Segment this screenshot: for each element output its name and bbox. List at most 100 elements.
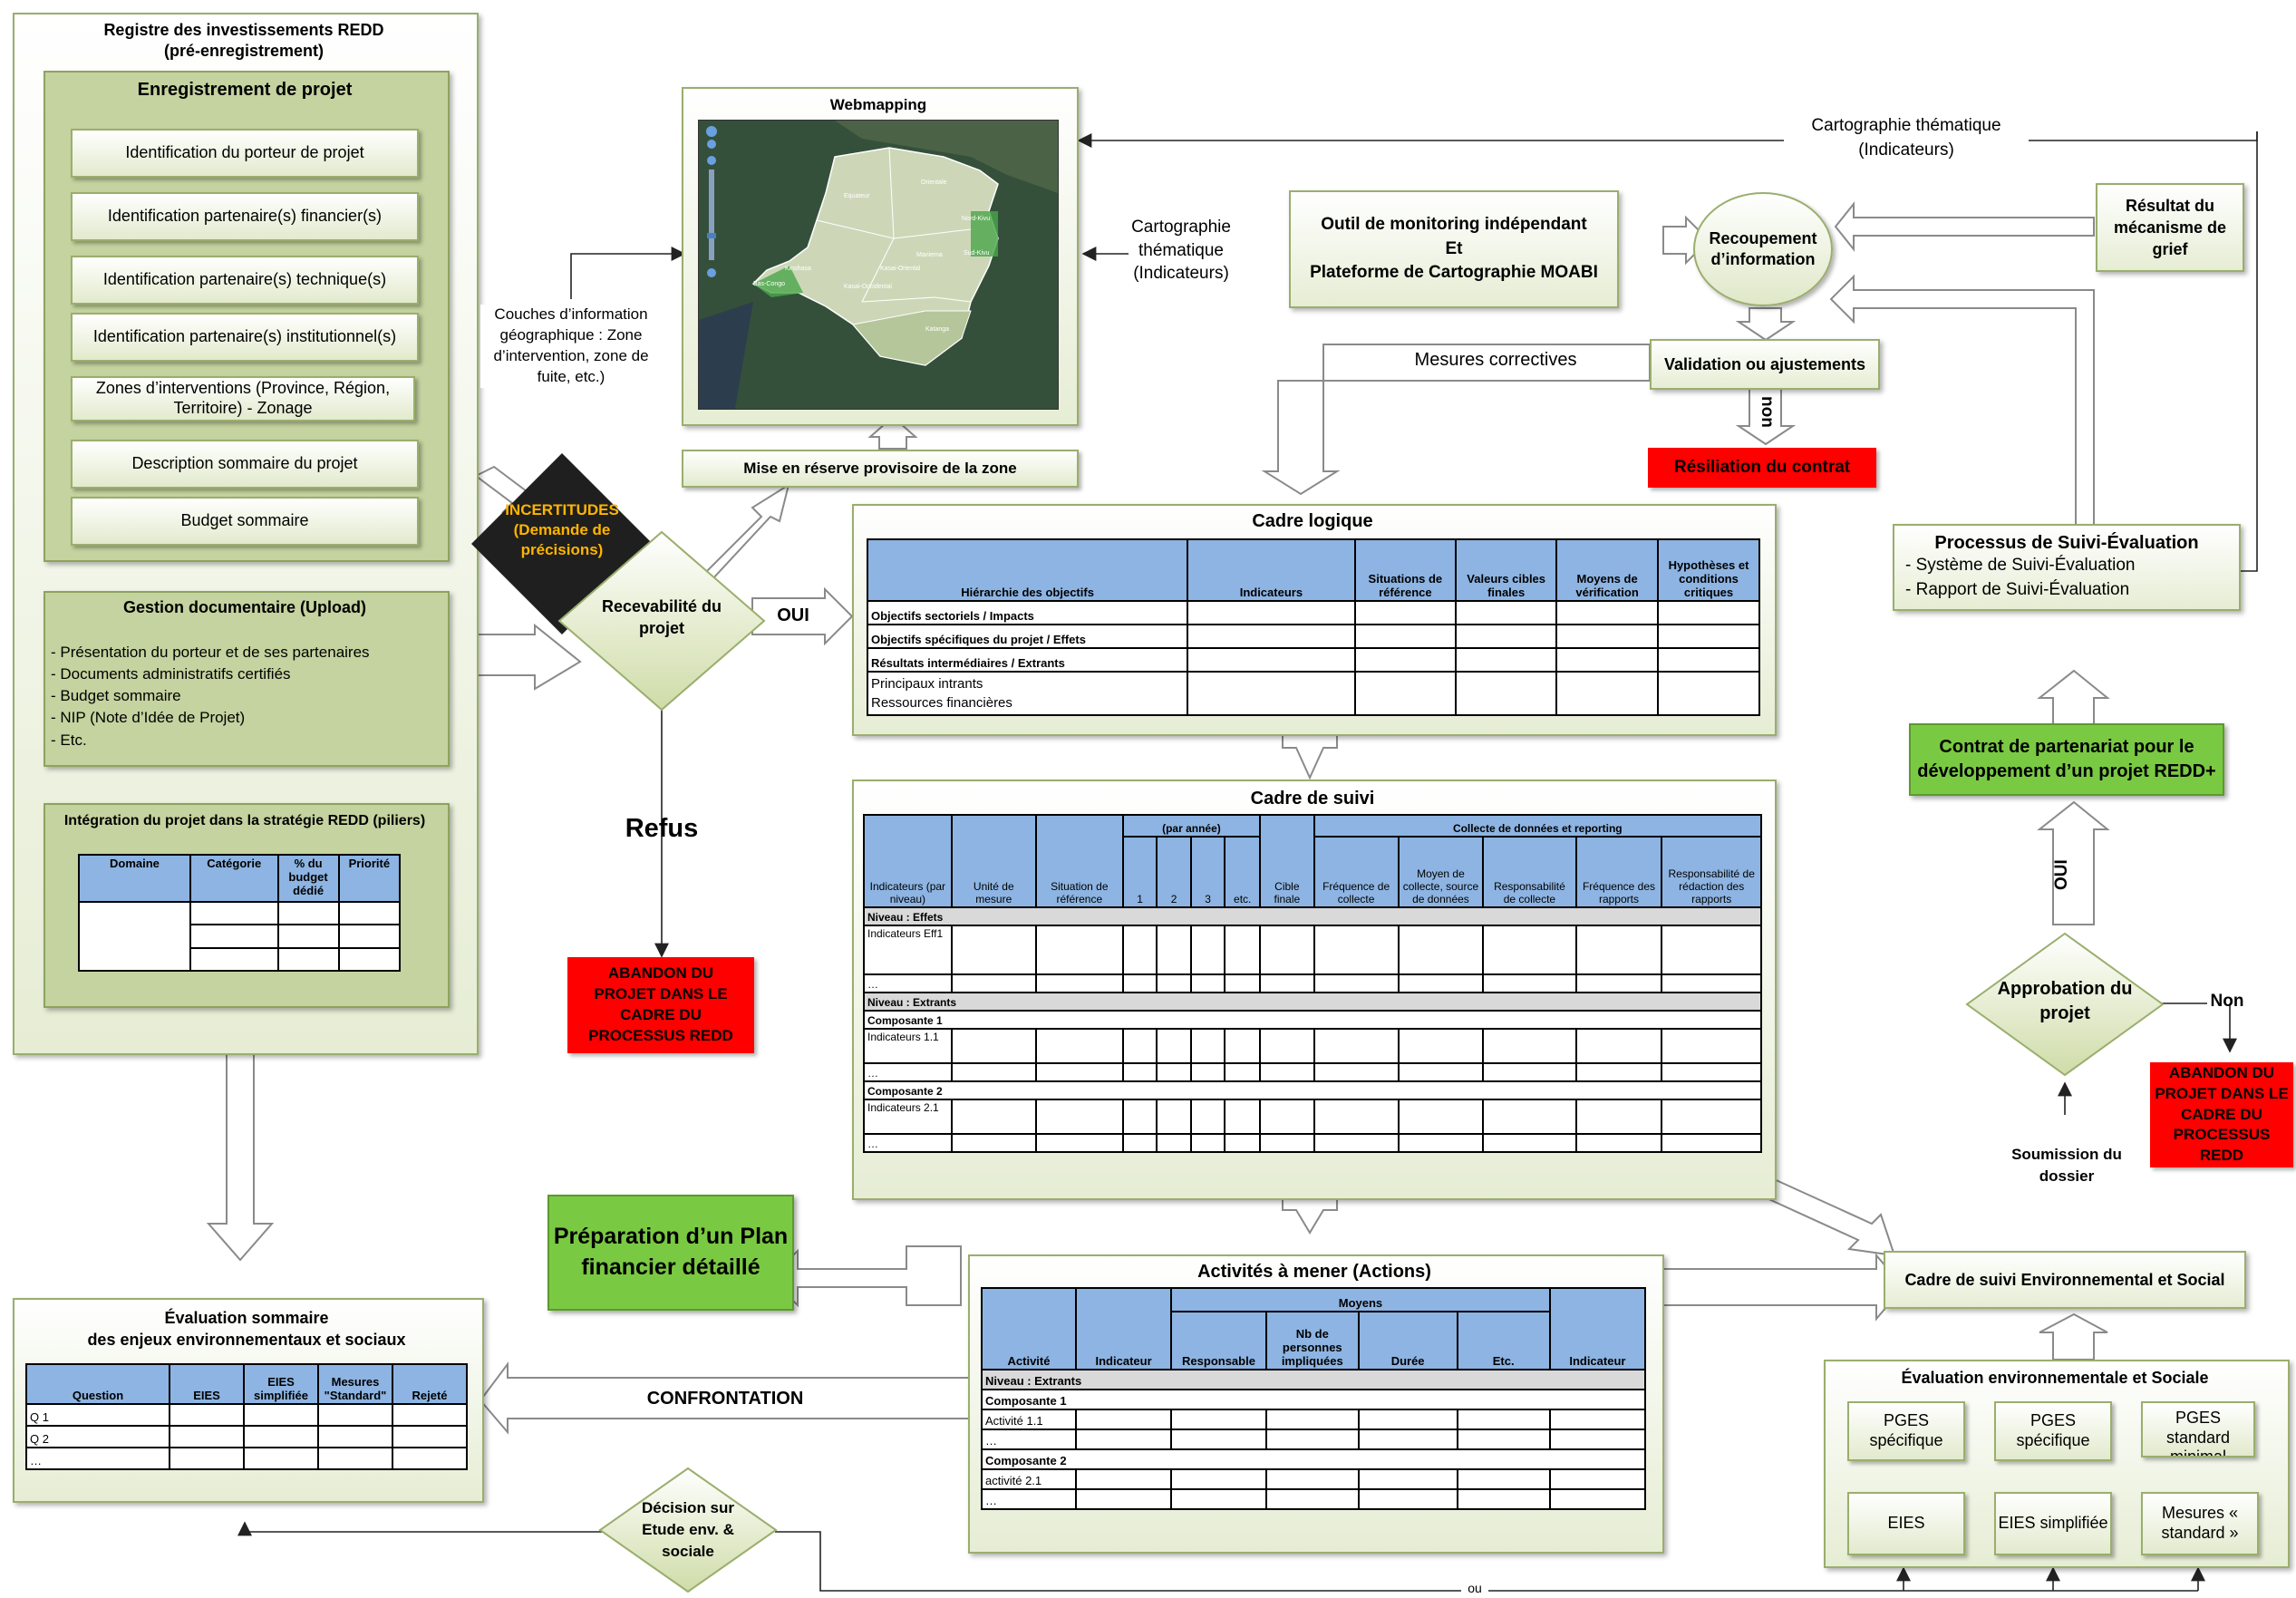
table-cell[interactable] [1189,1099,1226,1135]
table-cell[interactable] [1156,925,1192,975]
table-cell[interactable] [1313,973,1400,993]
table-cell[interactable] [950,1028,1037,1064]
table-cell[interactable] [1548,1468,1647,1490]
table-cell[interactable] [1224,925,1262,975]
table-cell[interactable] [950,973,1037,993]
item-institutionnel[interactable]: Identification partenaire(s) institution… [71,313,419,362]
table-cell[interactable] [1034,973,1124,993]
table-cell[interactable] [189,900,279,926]
table-cell[interactable] [1657,671,1760,716]
table-cell[interactable] [317,1403,393,1427]
table-cell[interactable] [1034,1028,1124,1064]
table-cell[interactable] [1661,1028,1762,1064]
table-cell[interactable] [1170,1429,1267,1450]
table-cell[interactable] [1189,925,1226,975]
table-cell[interactable] [243,1447,319,1470]
table-cell[interactable] [1313,1028,1400,1064]
table-cell[interactable] [1397,1099,1485,1135]
table-cell[interactable] [1455,647,1558,673]
table-cell[interactable] [78,901,191,972]
pges-specifique-2[interactable]: PGES spécifique [1994,1401,2112,1461]
table-cell[interactable] [1264,1409,1360,1430]
table-cell[interactable] [1657,647,1760,673]
table-cell[interactable] [1034,925,1124,975]
table-cell[interactable] [1259,973,1315,993]
table-cell[interactable] [1156,1099,1192,1135]
table-cell[interactable] [1074,1468,1173,1490]
table-cell[interactable] [169,1403,245,1427]
validation-box[interactable]: Validation ou ajustements [1650,339,1880,390]
table-cell[interactable] [1034,1062,1124,1082]
table-cell[interactable] [1661,1099,1762,1135]
table-cell[interactable] [1121,1099,1158,1135]
table-cell[interactable] [1353,671,1458,716]
table-cell[interactable] [1555,671,1659,716]
table-cell[interactable] [1357,1488,1458,1510]
table-cell[interactable] [1456,1488,1551,1510]
table-cell[interactable] [1397,1133,1485,1153]
table-cell[interactable] [1357,1409,1458,1430]
table-cell[interactable] [1034,1133,1124,1153]
table-cell[interactable] [1456,1468,1551,1490]
table-cell[interactable] [1156,973,1192,993]
pges-specifique-1[interactable]: PGES spécifique [1847,1401,1965,1461]
table-cell[interactable] [1189,1133,1226,1153]
table-cell[interactable] [1574,1028,1663,1064]
table-cell[interactable] [1156,1028,1192,1064]
table-cell[interactable] [1455,600,1558,625]
table-cell[interactable] [1264,1429,1360,1450]
resiliation-box[interactable]: Résiliation du contrat [1648,448,1876,488]
table-cell[interactable] [1313,1062,1400,1082]
table-cell[interactable] [1456,1409,1551,1430]
recoupement-circle[interactable]: Recoupement d’information [1693,192,1833,306]
grief-box[interactable]: Résultat du mécanisme de grief [2096,183,2244,272]
approbation-diamond[interactable]: Approbation du projet [1965,932,2165,1077]
table-cell[interactable] [1074,1429,1173,1450]
table-cell[interactable] [1264,1468,1360,1490]
table-cell[interactable] [1259,1099,1315,1135]
table-cell[interactable] [1482,1099,1577,1135]
table-cell[interactable] [1121,1133,1158,1153]
table-cell[interactable] [1548,1429,1647,1450]
table-cell[interactable] [1482,1133,1577,1153]
table-cell[interactable] [1187,671,1356,716]
table-cell[interactable] [1657,624,1760,649]
table-cell[interactable] [1455,624,1558,649]
table-cell[interactable] [1353,647,1458,673]
table-cell[interactable] [1170,1468,1267,1490]
table-cell[interactable] [1548,1488,1647,1510]
abandon-left-box[interactable]: ABANDON DU PROJET DANS LE CADRE DU PROCE… [567,957,754,1053]
table-cell[interactable] [1574,1133,1663,1153]
map-zoom-control[interactable] [704,124,719,287]
table-cell[interactable] [1574,1099,1663,1135]
table-cell[interactable] [1156,1062,1192,1082]
table-cell[interactable] [1121,1028,1158,1064]
table-cell[interactable] [1574,1062,1663,1082]
pges-standard[interactable]: PGES standard minimal [2141,1401,2255,1458]
table-cell[interactable] [189,946,279,973]
table-cell[interactable] [1397,1062,1485,1082]
table-cell[interactable] [1357,1468,1458,1490]
table-cell[interactable] [1313,925,1400,975]
table-cell[interactable] [392,1447,468,1470]
table-cell[interactable] [1224,1028,1262,1064]
table-cell[interactable] [1397,1028,1485,1064]
table-cell[interactable] [1259,1133,1315,1153]
table-cell[interactable] [1574,925,1663,975]
table-cell[interactable] [276,946,340,973]
mesures-standard-box[interactable]: Mesures « standard » [2141,1492,2259,1555]
table-cell[interactable] [1187,600,1356,625]
contrat-box[interactable]: Contrat de partenariat pour le développe… [1909,723,2224,796]
table-cell[interactable] [1455,671,1558,716]
table-cell[interactable] [276,924,340,949]
table-cell[interactable] [392,1425,468,1448]
table-cell[interactable] [1156,1133,1192,1153]
table-cell[interactable] [950,925,1037,975]
table-cell[interactable] [1357,1429,1458,1450]
table-cell[interactable] [1259,1028,1315,1064]
item-budget[interactable]: Budget sommaire [71,497,419,546]
table-cell[interactable] [1224,1133,1262,1153]
table-cell[interactable] [1121,1062,1158,1082]
preparation-box[interactable]: Préparation d’un Plan financier détaillé [547,1195,794,1311]
table-cell[interactable] [1555,647,1659,673]
